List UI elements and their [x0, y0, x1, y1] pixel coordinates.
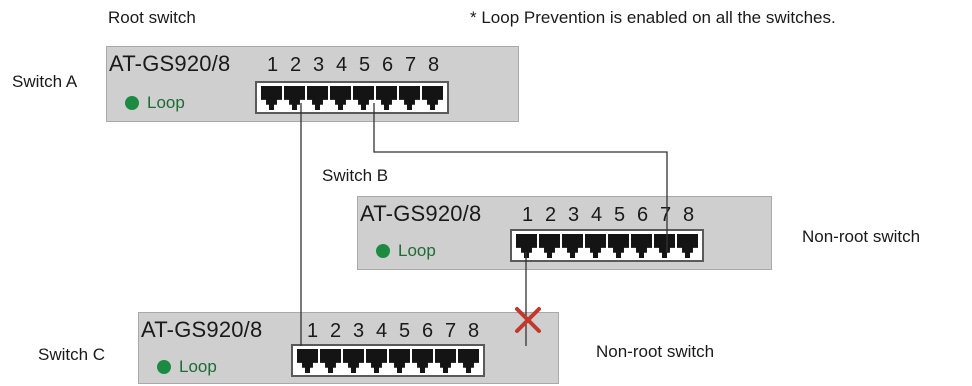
port-number: 4	[375, 320, 388, 342]
port	[458, 349, 479, 373]
switch-c-label: Switch C	[38, 345, 106, 364]
switch-c-port-numbers: 1 2 3 4 5 6 7 8	[301, 320, 485, 343]
switch-a-model: AT-GS920/8	[109, 51, 231, 76]
root-switch-label: Root switch	[108, 8, 196, 27]
port	[412, 349, 433, 373]
switch-c-loop-indicator: Loop	[157, 357, 217, 377]
port-number: 6	[381, 54, 394, 76]
port-number: 1	[306, 320, 319, 342]
switch-a-port-panel	[255, 81, 449, 114]
port-number: 3	[567, 204, 580, 226]
port-number: 3	[352, 320, 365, 342]
port-number: 2	[544, 204, 557, 226]
port-number: 4	[590, 204, 603, 226]
port	[353, 86, 374, 110]
switch-a-loop-label: Loop	[147, 93, 185, 112]
port	[343, 349, 364, 373]
switch-c-role-label: Non-root switch	[596, 342, 715, 361]
port-number: 6	[421, 320, 434, 342]
port-number: 8	[427, 54, 440, 76]
port	[284, 86, 305, 110]
port	[654, 234, 675, 258]
port	[376, 86, 397, 110]
port	[562, 234, 583, 258]
loop-led-icon	[157, 360, 171, 374]
loop-prevention-note: * Loop Prevention is enabled on all the …	[470, 8, 836, 27]
loop-led-icon	[376, 244, 390, 258]
switch-a-port-numbers: 1 2 3 4 5 6 7 8	[261, 54, 445, 77]
port-number: 8	[682, 204, 695, 226]
port	[677, 234, 698, 258]
switch-b-loop-indicator: Loop	[376, 241, 436, 261]
switch-b-loop-label: Loop	[398, 241, 436, 260]
port	[261, 86, 282, 110]
port	[608, 234, 629, 258]
port-number: 4	[335, 54, 348, 76]
port	[631, 234, 652, 258]
port	[435, 349, 456, 373]
port	[422, 86, 443, 110]
port-number: 7	[444, 320, 457, 342]
switch-b: AT-GS920/8 Loop 1 2 3 4 5 6 7 8	[357, 196, 772, 270]
switch-a-label: Switch A	[12, 72, 78, 91]
port	[330, 86, 351, 110]
port-number: 7	[404, 54, 417, 76]
switch-c: AT-GS920/8 Loop 1 2 3 4 5 6 7 8	[138, 312, 559, 384]
port	[389, 349, 410, 373]
cable-a4-b6	[373, 103, 668, 252]
port	[539, 234, 560, 258]
switch-b-model: AT-GS920/8	[360, 201, 482, 226]
port-number: 6	[636, 204, 649, 226]
x-mark-icon	[515, 307, 541, 333]
port	[585, 234, 606, 258]
port-number: 5	[358, 54, 371, 76]
port	[297, 349, 318, 373]
port-number: 5	[398, 320, 411, 342]
port-number: 3	[312, 54, 325, 76]
switch-c-model: AT-GS920/8	[141, 317, 263, 342]
port-number: 5	[613, 204, 626, 226]
port-number: 1	[266, 54, 279, 76]
port-number: 8	[467, 320, 480, 342]
port-number: 2	[289, 54, 302, 76]
port	[366, 349, 387, 373]
loop-led-icon	[125, 96, 139, 110]
switch-b-port-numbers: 1 2 3 4 5 6 7 8	[516, 204, 700, 227]
switch-b-port-panel	[510, 229, 704, 262]
port	[307, 86, 328, 110]
port	[320, 349, 341, 373]
port-number: 1	[521, 204, 534, 226]
port	[516, 234, 537, 258]
port-number: 7	[659, 204, 672, 226]
switch-b-role-label: Non-root switch	[802, 227, 921, 246]
switch-c-loop-label: Loop	[179, 357, 217, 376]
port	[399, 86, 420, 110]
port-number: 2	[329, 320, 342, 342]
switch-c-port-panel	[291, 344, 485, 377]
switch-a: AT-GS920/8 Loop 1 2 3 4 5 6 7 8	[106, 46, 519, 122]
switch-b-label: Switch B	[322, 166, 389, 185]
switch-a-loop-indicator: Loop	[125, 93, 185, 113]
